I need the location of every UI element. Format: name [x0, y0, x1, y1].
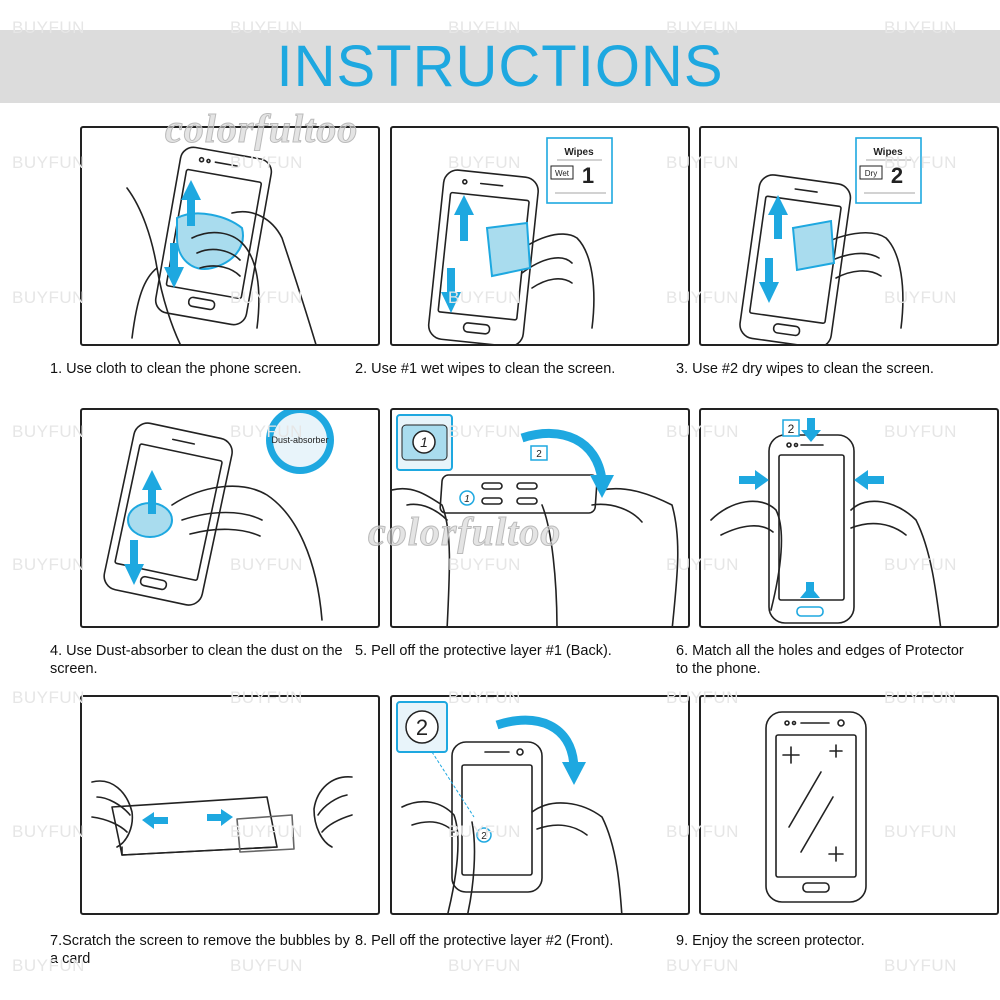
watermark: BUYFUN	[12, 555, 85, 574]
dry-wipe-icon: Wipes Dry 2	[739, 137, 922, 344]
cloth-cleaning-icon	[126, 146, 317, 344]
packet-number: 2	[891, 163, 903, 188]
packet-tag: Wet	[555, 169, 570, 178]
step-3-panel: Wipes Dry 2	[699, 126, 999, 346]
watermark: BUYFUN	[12, 422, 85, 441]
peel-back-layer-icon: 1 1 2	[392, 414, 679, 626]
layer-badge: 1	[420, 434, 428, 450]
step-2-caption: 2. Use #1 wet wipes to clean the screen.	[355, 361, 616, 377]
packet-number: 1	[582, 163, 594, 188]
layer-badge: 2	[481, 831, 487, 842]
step-5-caption: 5. Pell off the protective layer #1 (Bac…	[355, 643, 612, 659]
packet-title: Wipes	[873, 147, 903, 158]
step-4-caption: 4. Use Dust-absorber to clean the dust o…	[50, 643, 343, 677]
packet-title: Wipes	[564, 147, 594, 158]
step-3-caption: 3. Use #2 dry wipes to clean the screen.	[676, 361, 934, 377]
layer-badge: 2	[416, 715, 428, 740]
watermark: BUYFUN	[884, 956, 957, 975]
watermark: BUYFUN	[12, 153, 85, 172]
layer-badge: 2	[788, 422, 795, 436]
step-9-caption: 9. Enjoy the screen protector.	[676, 933, 865, 949]
remove-bubbles-icon	[91, 776, 353, 856]
page-title: INSTRUCTIONS	[276, 34, 724, 99]
watermark: BUYFUN	[666, 956, 739, 975]
step-1-caption: 1. Use cloth to clean the phone screen.	[50, 361, 302, 377]
step-8-caption: 8. Pell off the protective layer #2 (Fro…	[355, 933, 614, 949]
step-7-caption: 7.Scratch the screen to remove the bubbl…	[50, 933, 350, 967]
step-4-panel: Dust-absorber	[80, 408, 380, 628]
step-5-panel: 1 1 2	[390, 408, 690, 628]
watermark: BUYFUN	[12, 288, 85, 307]
wipes-packet	[855, 137, 922, 204]
step-7-panel	[80, 695, 380, 915]
align-protector-icon: 2	[710, 418, 942, 626]
peel-front-layer-icon: 2 2	[396, 701, 623, 913]
layer-badge: 2	[536, 449, 542, 460]
step-1-panel	[80, 126, 380, 346]
watermark: BUYFUN	[12, 688, 85, 707]
finished-phone-icon	[765, 711, 867, 903]
step-6-panel: 2	[699, 408, 999, 628]
wet-wipe-icon: Wipes Wet 1	[427, 137, 613, 344]
step-2-panel: Wipes Wet 1	[390, 126, 690, 346]
watermark: BUYFUN	[12, 822, 85, 841]
dust-absorber-sticker: Dust-absorber	[271, 435, 328, 445]
step-6-caption: 6. Match all the holes and edges of Prot…	[676, 643, 964, 677]
packet-tag: Dry	[865, 169, 877, 178]
watermark: BUYFUN	[448, 956, 521, 975]
layer-badge: 1	[464, 494, 470, 505]
step-9-panel	[699, 695, 999, 915]
title-banner	[0, 30, 1000, 103]
dust-absorber-icon: Dust-absorber	[103, 410, 334, 621]
step-8-panel: 2 2	[390, 695, 690, 915]
